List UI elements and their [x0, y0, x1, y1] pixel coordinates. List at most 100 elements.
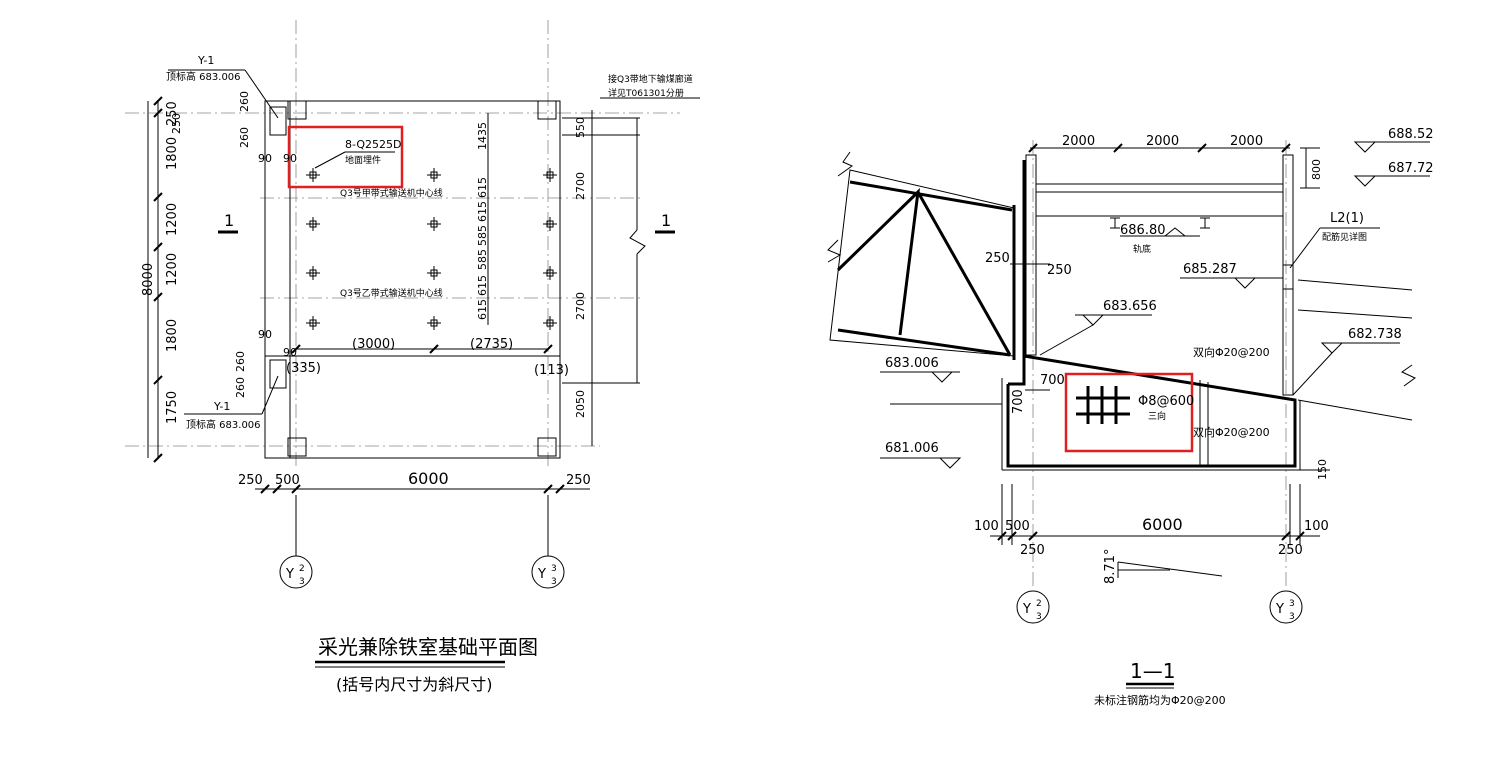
sec-dim-250b: 250	[1047, 263, 1072, 278]
elev-685-287: 685.287	[1183, 262, 1237, 277]
sec-dim-800: 800	[1310, 159, 1323, 180]
dim-small-260c: 260	[234, 351, 247, 372]
dim-mid-615a: 615	[476, 177, 489, 198]
axis-right-prefix: Y	[537, 567, 546, 582]
rebar-highlight-box	[1064, 372, 1194, 453]
axis-bubble-right	[531, 555, 565, 589]
sec-dim-top-3: 2000	[1230, 134, 1263, 149]
dim-left-6: 1750	[165, 391, 180, 424]
section-mark-left: 1	[224, 211, 234, 230]
section-mark-right: 1	[661, 211, 671, 230]
elev-681-006: 681.006	[885, 441, 939, 456]
dim-total: 8000	[141, 263, 156, 296]
elev-682-738: 682.738	[1348, 327, 1402, 342]
dim-mid-615d: 615	[476, 299, 489, 320]
dim-bottom-250a: 250	[238, 473, 263, 488]
sec-axis-left-prefix: Y	[1022, 602, 1031, 617]
column-elev-top: 顶标高 683.006	[166, 70, 241, 83]
dim-small-260d: 260	[234, 377, 247, 398]
dim-left-2: 1800	[165, 137, 180, 170]
axis-left-prefix: Y	[285, 567, 294, 582]
embed-label: 8-Q2525D	[345, 138, 402, 151]
plan-subtitle: (括号内尺寸为斜尺寸)	[336, 675, 493, 694]
sec-axis-left-sub: 3	[1036, 612, 1042, 622]
dim-mid-1435: 1435	[476, 122, 489, 150]
beam-label: L2(1)	[1330, 211, 1364, 226]
slope-angle: 8.71°	[1103, 549, 1118, 584]
elev-687-72: 687.72	[1388, 161, 1434, 176]
sec-dim-top-2: 2000	[1146, 134, 1179, 149]
embed-sub-label: 地面埋件	[345, 154, 381, 166]
dim-mid-585b: 585	[476, 249, 489, 270]
elev-683-656: 683.656	[1103, 299, 1157, 314]
dim-left-1: 250	[165, 101, 180, 126]
dim-small-260b: 260	[238, 127, 251, 148]
rebar-label-2: 双向Φ20@200	[1193, 425, 1270, 439]
sec-axis-right-prefix: Y	[1275, 602, 1284, 617]
dim-small-90b: 90	[283, 152, 297, 165]
section-title: 1—1	[1130, 659, 1175, 683]
sec-dim-bottom-250a: 250	[1020, 543, 1045, 558]
column-label-bottom: Y-1	[213, 400, 230, 413]
sec-dim-bottom-100a: 100	[974, 519, 999, 534]
sec-dim-bottom-100b: 100	[1304, 519, 1329, 534]
conveyor-b-label: Q3号乙带式输送机中心线	[340, 287, 443, 299]
conveyor-a-label: Q3号甲带式输送机中心线	[340, 187, 443, 199]
dim-small-90d: 90	[283, 346, 297, 359]
dim-mid-615b: 615	[476, 201, 489, 222]
sec-dim-bottom-250b: 250	[1278, 543, 1303, 558]
sec-dim-top-1: 2000	[1062, 134, 1095, 149]
sec-axis-left-number: 2	[1036, 599, 1042, 609]
embed-highlight-box	[287, 125, 404, 189]
dim-right-550: 550	[574, 117, 587, 138]
sec-dim-700a: 700	[1040, 373, 1065, 388]
ref-note-1: 接Q3带地下输煤廊道	[608, 73, 693, 85]
sec-axis-right-sub: 3	[1289, 612, 1295, 622]
dim-bottom-250b: 250	[566, 473, 591, 488]
dim-left-3: 1200	[165, 203, 180, 236]
axis-left-sub: 3	[299, 577, 305, 587]
dim-left-5: 1800	[165, 319, 180, 352]
rebar-label-1: 双向Φ20@200	[1193, 345, 1270, 359]
sec-dim-250a: 250	[985, 251, 1010, 266]
dim-left-4: 1200	[165, 253, 180, 286]
rail-elev: 686.80	[1120, 223, 1166, 238]
dim-mid-585a: 585	[476, 225, 489, 246]
rail-sub-label: 轨底	[1133, 243, 1151, 255]
dim-right-2050: 2050	[574, 390, 587, 418]
dim-right-2700a: 2700	[574, 172, 587, 200]
column-elev-bottom: 顶标高 683.006	[186, 418, 261, 431]
sec-axis-bubble-left	[1016, 590, 1050, 624]
sec-dim-bottom-6000: 6000	[1142, 515, 1183, 534]
sec-axis-bubble-right	[1269, 590, 1303, 624]
dim-inner-113: (113)	[534, 363, 569, 378]
elev-683-006: 683.006	[885, 356, 939, 371]
sec-axis-right-number: 3	[1289, 599, 1295, 609]
sec-dim-700b: 700	[1011, 389, 1026, 414]
dim-small-90a: 90	[258, 152, 272, 165]
dim-bottom-500: 500	[275, 473, 300, 488]
rebar-center: Φ8@600	[1138, 394, 1194, 409]
section-note: 未标注钢筋均为Φ20@200	[1094, 693, 1226, 707]
dim-bottom-6000: 6000	[408, 469, 449, 488]
embed-markers	[306, 168, 557, 330]
plan-title: 采光兼除铁室基础平面图	[318, 635, 538, 659]
rebar-center-sub: 三向	[1148, 410, 1166, 422]
dim-small-250: 250	[170, 113, 183, 134]
axis-bubble-left	[279, 555, 313, 589]
plan-view: 8-Q2525D 地面埋件 Q3号甲带式输送机中心线 Q3号乙带式输送机中心线 …	[125, 20, 700, 694]
axis-right-number: 3	[551, 564, 557, 574]
dim-inner-335: (335)	[286, 361, 321, 376]
dim-right-2700b: 2700	[574, 292, 587, 320]
dim-inner-2735: (2735)	[470, 337, 513, 352]
ref-note-2: 详见T061301分册	[608, 87, 684, 99]
beam-sub-label: 配筋见详图	[1322, 231, 1367, 243]
sec-dim-bottom-500: 500	[1005, 519, 1030, 534]
axis-right-sub: 3	[551, 577, 557, 587]
column-label-top: Y-1	[197, 54, 214, 67]
elev-688-52: 688.52	[1388, 127, 1434, 142]
section-view: 2000 2000 2000 800 688.52 687.72 L2(1) 配…	[827, 127, 1434, 707]
dim-inner-3000: (3000)	[352, 337, 395, 352]
dim-small-260a: 260	[238, 91, 251, 112]
